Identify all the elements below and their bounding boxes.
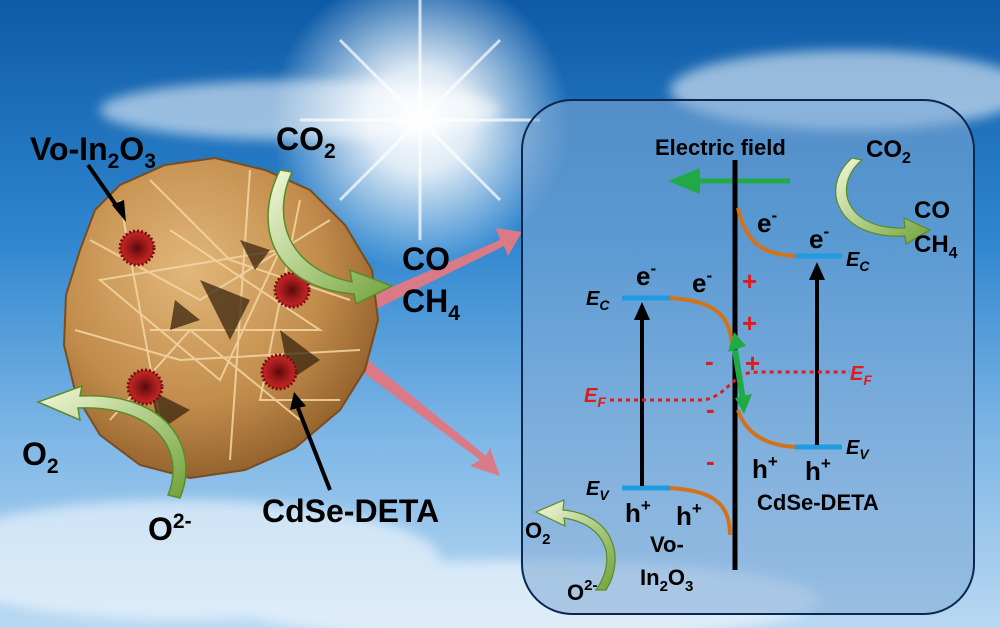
cdse-nanoparticle bbox=[126, 368, 164, 406]
cdse-nanoparticle bbox=[273, 271, 311, 309]
ch4-label: CH4 bbox=[402, 283, 460, 325]
pointer-arrow-lower bbox=[360, 360, 500, 476]
cdse-conduction-band bbox=[736, 207, 801, 258]
ef-label-vo: EF bbox=[584, 385, 606, 410]
vo-in2o3-label: Vo-In2O3 bbox=[30, 131, 156, 173]
interface-charges: + + + - - - bbox=[705, 266, 760, 476]
hole-label: h+ bbox=[805, 454, 831, 486]
particle-labels: Vo-In2O3 CO2 CO CH4 O2 O2- CdSe-DETA bbox=[22, 121, 460, 547]
electric-field-arrow bbox=[668, 168, 700, 194]
cdse-valence-band bbox=[736, 409, 801, 449]
panel-green-arrows bbox=[534, 157, 932, 591]
hole-label: h+ bbox=[625, 496, 651, 528]
panel-o2-arrow bbox=[534, 499, 616, 591]
panel-reaction-labels: CO2 CO CH4 O2 O2- bbox=[525, 136, 958, 605]
electron-label: e- bbox=[636, 259, 656, 291]
electron-label: e- bbox=[809, 222, 829, 254]
electric-field-label: Electric field bbox=[655, 135, 786, 160]
cdse-nanoparticles bbox=[118, 229, 311, 406]
in2o3-band-label: In2O3 bbox=[640, 565, 693, 595]
pointer-arrows bbox=[360, 228, 522, 476]
pointer-arrow-upper bbox=[362, 228, 522, 312]
o2-oxidation-arrow bbox=[35, 384, 187, 499]
ev-label-vo: EV bbox=[586, 478, 610, 503]
label-pointers bbox=[86, 163, 332, 491]
hole-label: h+ bbox=[752, 452, 778, 484]
ec-label-cdse: EC bbox=[846, 249, 870, 274]
plus-charge: + bbox=[742, 266, 757, 296]
charge-transfer-arrow bbox=[728, 332, 752, 414]
minus-charge: - bbox=[705, 346, 714, 376]
co2-reduction-arrow bbox=[267, 169, 394, 306]
cdse-nanoparticle bbox=[118, 229, 156, 267]
co2-label: CO2 bbox=[276, 121, 336, 163]
panel-co2-arrow bbox=[835, 157, 932, 245]
ec-label-vo: EC bbox=[586, 288, 610, 313]
panel-co-label: CO bbox=[914, 197, 950, 224]
panel-o2minus-label: O2- bbox=[567, 577, 597, 605]
panel-co2-label: CO2 bbox=[866, 136, 911, 167]
vo-band-label: Vo- bbox=[650, 532, 684, 557]
electron-label: e- bbox=[757, 206, 777, 238]
vo-in2o3-bands bbox=[622, 295, 734, 536]
electron-label: e- bbox=[692, 266, 712, 298]
hole-label: h+ bbox=[676, 499, 702, 531]
plus-charge: + bbox=[742, 308, 757, 338]
cdse-deta-label: CdSe-DETA bbox=[262, 493, 439, 529]
co-label: CO bbox=[402, 241, 450, 277]
minus-charge: - bbox=[706, 446, 715, 476]
o2-label: O2 bbox=[22, 436, 59, 478]
cdse-nanoparticle bbox=[260, 353, 298, 391]
vo-valence-band bbox=[667, 486, 732, 536]
band-labels: e- e- e- e- h+ h+ h+ h+ EC EC EV EV EF E… bbox=[584, 206, 879, 595]
cdse-deta-band-label: CdSe-DETA bbox=[757, 490, 879, 515]
sun bbox=[270, 0, 570, 270]
o2minus-label: O2- bbox=[148, 510, 192, 547]
particle-green-arrows bbox=[35, 169, 394, 499]
ev-label-cdse: EV bbox=[846, 437, 870, 462]
panel-ch4-label: CH4 bbox=[914, 231, 958, 262]
ef-label-cdse: EF bbox=[850, 363, 872, 388]
cdse-bands bbox=[736, 207, 842, 450]
panel-o2-label: O2 bbox=[525, 518, 550, 548]
minus-charge: - bbox=[706, 394, 715, 424]
plus-charge: + bbox=[745, 348, 760, 378]
